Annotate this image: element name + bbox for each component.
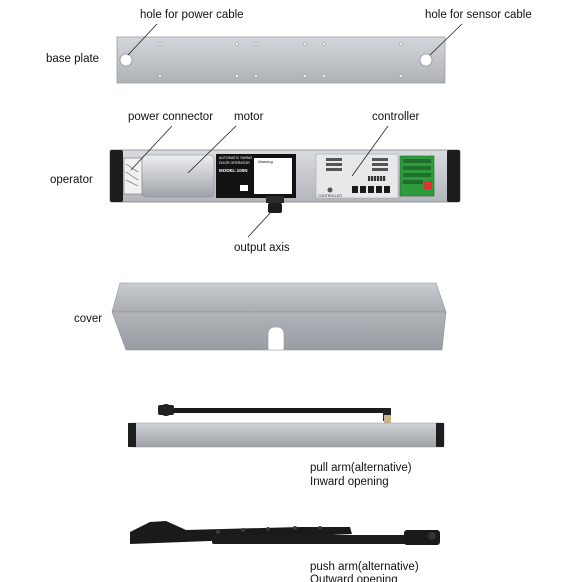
label-power-connector: power connector	[128, 111, 214, 123]
controller-brand: CONTROLLER	[318, 194, 342, 198]
label-base-plate: base plate	[46, 53, 100, 65]
label-hole-sensor-cable: hole for sensor cable	[425, 9, 532, 21]
label-pull-arm-2: Inward opening	[310, 476, 389, 488]
panel-title-1: AUTOMATIC SWING	[219, 156, 253, 160]
output-axis	[266, 196, 284, 213]
label-push-arm-2: Outward opening	[310, 574, 398, 582]
label-pull-arm-1: pull arm(alternative)	[310, 462, 412, 474]
cover	[111, 282, 447, 351]
panel-model: MODEL:100N	[219, 168, 248, 173]
base-plate	[116, 36, 446, 84]
power-connector	[123, 157, 143, 195]
push-arm	[130, 521, 440, 545]
label-hole-power-cable: hole for power cable	[140, 9, 244, 21]
motor	[141, 154, 215, 198]
label-motor: motor	[234, 111, 264, 123]
panel-title-2: DOOR OPERATOR	[219, 161, 250, 165]
panel-warning: Warning	[258, 159, 273, 164]
power-cable-hole	[119, 53, 133, 67]
cover-notch	[267, 326, 285, 351]
label-cover: cover	[74, 313, 103, 325]
label-push-arm-1: push arm(alternative)	[310, 561, 419, 573]
label-controller: controller	[372, 111, 420, 123]
label-operator: operator	[50, 174, 93, 186]
sensor-cable-hole	[419, 53, 433, 67]
label-output-axis: output axis	[234, 242, 290, 254]
pull-arm	[128, 404, 445, 448]
operator-unit	[109, 149, 461, 203]
